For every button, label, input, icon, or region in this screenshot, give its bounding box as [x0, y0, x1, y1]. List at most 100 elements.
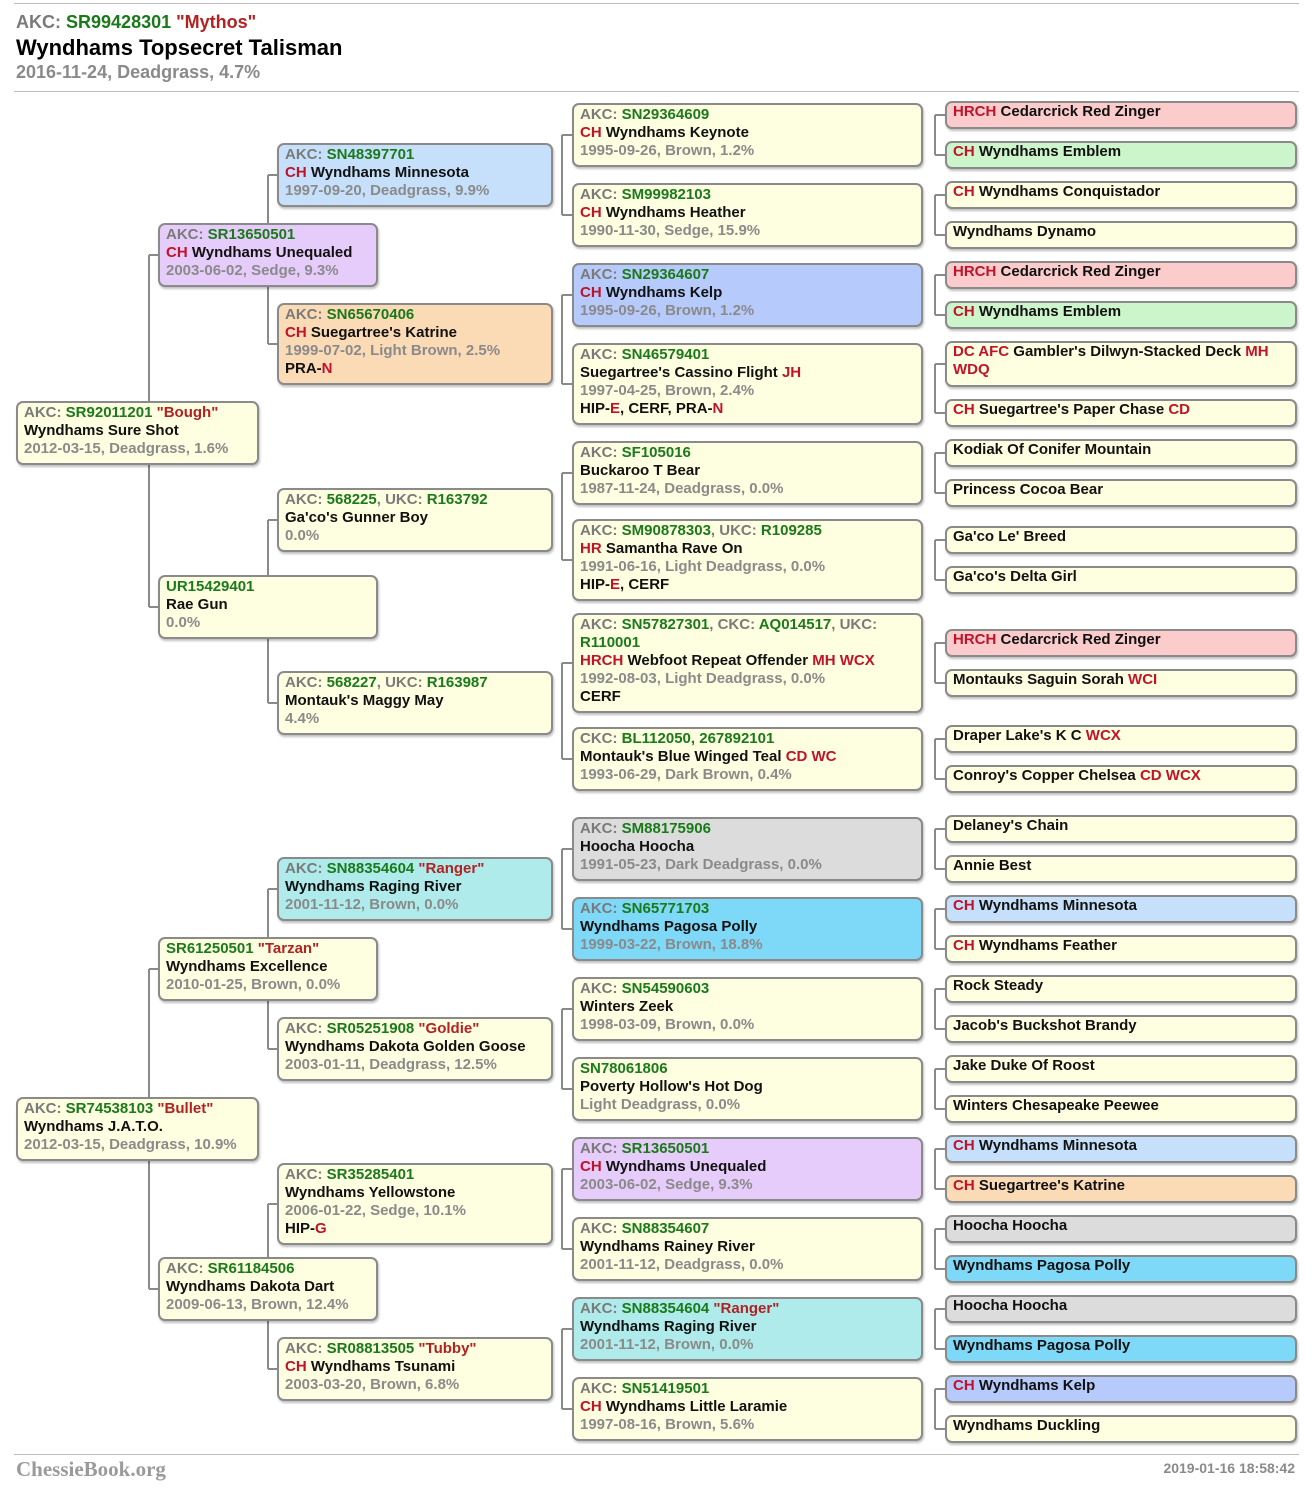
dog-name-line: Princess Cocoa Bear [953, 481, 1289, 499]
dog-box-gen5[interactable]: Montauks Saguin Sorah WCI [945, 669, 1297, 697]
title-prefix: CH [953, 1377, 975, 1394]
dog-name: Suegartree's Cassino Flight [580, 364, 778, 381]
dog-box-gen5[interactable]: Draper Lake's K C WCX [945, 725, 1297, 753]
dog-box-gen3[interactable]: AKC: SR08813505 "Tubby"CH Wyndhams Tsuna… [277, 1337, 553, 1401]
dog-name: Wyndhams Rainey River [580, 1238, 755, 1255]
dog-name: Conroy's Copper Chelsea [953, 767, 1136, 784]
title-prefix: CH [166, 244, 188, 261]
dog-box-gen5[interactable]: Ga'co's Delta Girl [945, 566, 1297, 594]
registration-number: SN65670406 [326, 306, 415, 323]
dog-name-line: Wyndhams Dakota Dart [166, 1278, 370, 1296]
dog-name-line: CH Wyndhams Unequaled [580, 1158, 915, 1176]
dog-box-gen5[interactable]: Hoocha Hoocha [945, 1215, 1297, 1243]
title-prefix: CH [285, 164, 307, 181]
dog-box-gen5[interactable]: Jacob's Buckshot Brandy [945, 1015, 1297, 1043]
title-suffix: WCX [1085, 727, 1121, 744]
call-name: "Tarzan" [257, 940, 320, 957]
dog-box-gen5[interactable]: Wyndhams Pagosa Polly [945, 1255, 1297, 1283]
dog-box-gen5[interactable]: CH Wyndhams Minnesota [945, 1135, 1297, 1163]
registration-line: AKC: SN54590603 [580, 980, 915, 998]
dog-name: Wyndhams Kelp [978, 1377, 1096, 1394]
dog-box-gen5[interactable]: Annie Best [945, 855, 1297, 883]
dog-box-gen5[interactable]: CH Suegartree's Katrine [945, 1175, 1297, 1203]
dog-box-gen4[interactable]: AKC: SN57827301, CKC: AQ014517, UKC:R110… [572, 613, 923, 713]
title-prefix: CH [953, 897, 975, 914]
dog-box-gen3[interactable]: AKC: SN88354604 "Ranger"Wyndhams Raging … [277, 857, 553, 921]
dog-box-gen5[interactable]: Wyndhams Pagosa Polly [945, 1335, 1297, 1363]
title-prefix: CH [580, 124, 602, 141]
dog-box-gen5[interactable]: HRCH Cedarcrick Red Zinger [945, 101, 1297, 129]
subject-details: 2016-11-24, Deadgrass, 4.7% [16, 62, 261, 82]
dog-box-gen5[interactable]: Rock Steady [945, 975, 1297, 1003]
dog-details-text: 1998-03-09, Brown, 0.0% [580, 1016, 755, 1033]
dog-box-gen5[interactable]: Jake Duke Of Roost [945, 1055, 1297, 1083]
dog-details: 0.0% [285, 527, 545, 545]
dog-box-gen5[interactable]: CH Suegartree's Paper Chase CD [945, 399, 1297, 427]
dog-box-gen5[interactable]: CH Wyndhams Emblem [945, 301, 1297, 329]
dog-name-line: Wyndhams Dynamo [953, 223, 1289, 241]
dog-box-gen5[interactable]: CH Wyndhams Minnesota [945, 895, 1297, 923]
registry-prefix: AKC: [580, 1380, 622, 1397]
dog-box-gen5[interactable]: HRCH Cedarcrick Red Zinger [945, 261, 1297, 289]
dog-box-gen5[interactable]: Conroy's Copper Chelsea CD WCX [945, 765, 1297, 793]
dog-details-text: 4.4% [285, 710, 320, 727]
dog-box-gen5[interactable]: Delaney's Chain [945, 815, 1297, 843]
dog-box-gen5[interactable]: CH Wyndhams Conquistador [945, 181, 1297, 209]
dog-name-line: Ga'co's Gunner Boy [285, 509, 545, 527]
dog-box-gen5[interactable]: Winters Chesapeake Peewee [945, 1095, 1297, 1123]
registration-line: AKC: SN51419501 [580, 1380, 915, 1398]
dog-box-sire[interactable]: AKC: SR92011201 "Bough"Wyndhams Sure Sho… [16, 401, 259, 465]
dog-box-gen5[interactable]: Kodiak Of Conifer Mountain [945, 439, 1297, 467]
dog-box-gen5[interactable]: CH Wyndhams Emblem [945, 141, 1297, 169]
dog-box-gen5[interactable]: Wyndhams Duckling [945, 1415, 1297, 1443]
dog-box-gen5[interactable]: Hoocha Hoocha [945, 1295, 1297, 1323]
registry-prefix: AKC: [580, 980, 622, 997]
dog-box-gen5[interactable]: Ga'co Le' Breed [945, 526, 1297, 554]
dog-name: Kodiak Of Conifer Mountain [953, 441, 1152, 458]
dog-box-gen5[interactable]: CH Wyndhams Feather [945, 935, 1297, 963]
registration-number: SN88354604 [326, 860, 415, 877]
dog-box-gen3[interactable]: AKC: SR05251908 "Goldie"Wyndhams Dakota … [277, 1017, 553, 1081]
dog-box-gen5[interactable]: HRCH Cedarcrick Red Zinger [945, 629, 1297, 657]
registry-prefix: AKC: [285, 146, 327, 163]
dog-box-gen4[interactable]: AKC: SN88354604 "Ranger"Wyndhams Raging … [572, 1297, 923, 1361]
dog-name-line: Winters Zeek [580, 998, 915, 1016]
dog-box-gen5[interactable]: CH Wyndhams Kelp [945, 1375, 1297, 1403]
registration-line: AKC: SR35285401 [285, 1166, 545, 1184]
dog-box-gen5[interactable]: Wyndhams Dynamo [945, 221, 1297, 249]
dog-box-gen5[interactable]: Princess Cocoa Bear [945, 479, 1297, 507]
dog-name: Wyndhams Little Laramie [605, 1398, 788, 1415]
title-prefix: CH [580, 284, 602, 301]
site-name[interactable]: ChessieBook.org [16, 1457, 166, 1481]
dog-details-text: 1987-11-24, Deadgrass, 0.0% [580, 480, 784, 497]
dog-name: Gambler's Dilwyn-Stacked Deck [1013, 343, 1242, 360]
dog-details: 2009-06-13, Brown, 12.4% [166, 1296, 370, 1314]
dog-box-dam[interactable]: AKC: SR74538103 "Bullet"Wyndhams J.A.T.O… [16, 1097, 259, 1161]
health-result: CERF [580, 688, 621, 705]
dog-name: Webfoot Repeat Offender [627, 652, 809, 669]
